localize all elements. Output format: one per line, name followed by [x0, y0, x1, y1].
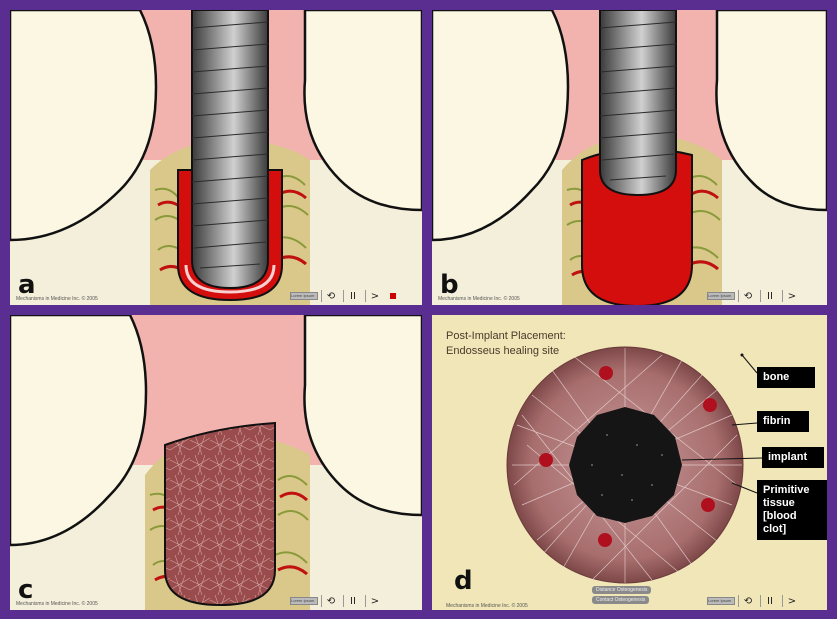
diagram-title: Post-Implant Placement: Endosseus healin… — [446, 329, 566, 359]
replay-button[interactable]: ⟲ — [321, 290, 340, 302]
progress-mini[interactable]: Lorem Ipsum — [290, 292, 318, 300]
progress-mini[interactable]: Lorem Ipsum — [290, 597, 318, 605]
pause-button[interactable]: II — [343, 595, 362, 607]
panel-b-illustration — [432, 10, 827, 305]
replay-button[interactable]: ⟲ — [321, 595, 340, 607]
diagram-title-line1: Post-Implant Placement: — [446, 329, 566, 344]
label-fibrin: fibrin — [757, 411, 809, 432]
panel-label: d — [454, 568, 473, 594]
next-button[interactable]: > — [365, 290, 384, 302]
red-marker — [390, 293, 396, 299]
panel-c: c Mechanisms in Medicine Inc. © 2005 Lor… — [10, 315, 422, 610]
label-primitive-line3: [blood clot] — [763, 510, 821, 536]
contact-osteogenesis-button[interactable]: Contact Osteogenesis — [592, 596, 649, 604]
progress-mini[interactable]: Lorem Ipsum — [707, 292, 735, 300]
replay-button[interactable]: ⟲ — [738, 595, 757, 607]
replay-button[interactable]: ⟲ — [738, 290, 757, 302]
panel-label: b — [440, 272, 459, 298]
playback-controls: Lorem Ipsum ⟲ II > — [707, 595, 801, 607]
panel-a-illustration — [10, 10, 422, 305]
pause-button[interactable]: II — [760, 290, 779, 302]
diagram-title-line2: Endosseus healing site — [446, 344, 566, 359]
panel-b: b Mechanisms in Medicine Inc. © 2005 Lor… — [432, 10, 827, 305]
panel-c-illustration — [10, 315, 422, 610]
label-bone: bone — [757, 367, 815, 388]
playback-controls: Lorem Ipsum ⟲ II > — [707, 290, 801, 302]
next-button[interactable]: > — [782, 595, 801, 607]
label-primitive-tissue: Primitive tissue [blood clot] — [757, 480, 827, 540]
next-button[interactable]: > — [365, 595, 384, 607]
copyright-credit: Mechanisms in Medicine Inc. © 2005 — [16, 296, 98, 302]
copyright-credit: Mechanisms in Medicine Inc. © 2005 — [446, 603, 528, 609]
panel-a: a Mechanisms in Medicine Inc. © 2005 Lor… — [10, 10, 422, 305]
progress-mini[interactable]: Lorem Ipsum — [707, 597, 735, 605]
label-implant: implant — [762, 447, 824, 468]
pause-button[interactable]: II — [343, 290, 362, 302]
panel-label: a — [18, 272, 36, 298]
panel-label: c — [18, 577, 33, 603]
panel-d: Post-Implant Placement: Endosseus healin… — [432, 315, 827, 610]
distance-osteogenesis-button[interactable]: Distance Osteogenesis — [592, 586, 651, 594]
copyright-credit: Mechanisms in Medicine Inc. © 2005 — [16, 601, 98, 607]
next-button[interactable]: > — [782, 290, 801, 302]
playback-controls: Lorem Ipsum ⟲ II > — [290, 595, 384, 607]
label-primitive-line1: Primitive — [763, 484, 821, 497]
pause-button[interactable]: II — [760, 595, 779, 607]
label-primitive-line2: tissue — [763, 497, 821, 510]
copyright-credit: Mechanisms in Medicine Inc. © 2005 — [438, 296, 520, 302]
playback-controls: Lorem Ipsum ⟲ II > — [290, 290, 396, 302]
